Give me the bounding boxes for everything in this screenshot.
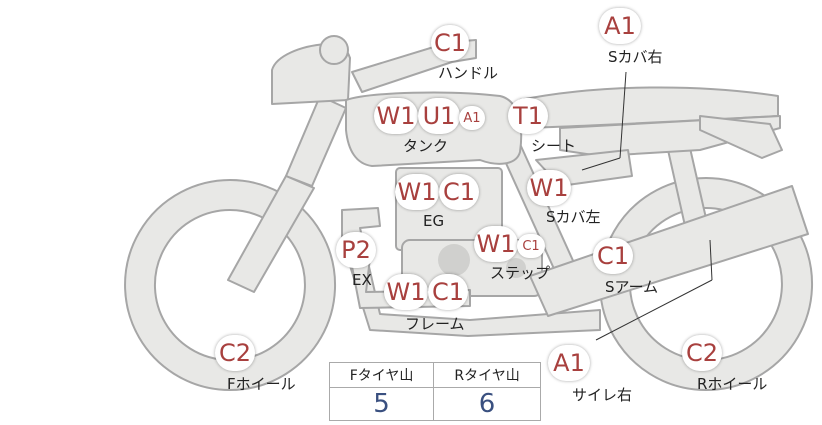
part-label-f-wheel: Fホイール (227, 375, 296, 393)
part-label-swingarm: Sアーム (605, 278, 659, 296)
part-label-handle: ハンドル (438, 64, 499, 82)
part-label-step: ステップ (490, 264, 551, 282)
grade-badge-frame-1: W1 (384, 274, 428, 310)
part-label-seat: シート (531, 137, 577, 155)
part-label-s-cover-r: Sカバ右 (608, 48, 663, 66)
part-label-muffler-r: サイレ右 (572, 386, 633, 404)
front-tread-value: 5 (328, 387, 435, 421)
tread-value-row: 5 6 (328, 387, 541, 421)
grade-badge-swingarm: C1 (593, 238, 633, 274)
tread-header-row: Fタイヤ山 Rタイヤ山 (328, 362, 541, 388)
part-label-engine: EG (423, 212, 445, 230)
front-fork-lower-shape (227, 175, 315, 293)
leader-muffler-r (595, 279, 713, 341)
grade-badge-step-1: W1 (474, 226, 518, 262)
grade-badge-muffler-r: A1 (548, 345, 590, 381)
part-label-s-cover-l: Sカバ左 (546, 208, 601, 226)
rear-tread-value: 6 (433, 387, 541, 421)
part-label-tank: タンク (403, 137, 449, 155)
grade-badge-s-cover-l: W1 (527, 170, 571, 206)
grade-badge-step-2: C1 (517, 234, 545, 258)
grade-badge-engine-2: C1 (439, 174, 479, 210)
grade-badge-tank-3: A1 (459, 106, 485, 130)
grade-badge-f-wheel: C2 (215, 335, 255, 371)
grade-badge-engine-1: W1 (395, 174, 439, 210)
swingarm-shape (529, 185, 809, 317)
tire-tread-table: Fタイヤ山 Rタイヤ山 5 6 (328, 362, 541, 421)
grade-badge-seat: T1 (508, 98, 548, 134)
leader-s-cover-r (619, 71, 627, 159)
part-label-frame: フレーム (405, 315, 465, 333)
rear-tread-header: Rタイヤ山 (433, 362, 541, 388)
grade-badge-frame-2: C1 (428, 274, 468, 310)
grade-badge-exhaust: P2 (336, 232, 376, 268)
frame-lower-shape (341, 207, 601, 337)
grade-badge-tank-2: U1 (418, 98, 460, 134)
front-tread-header: Fタイヤ山 (328, 362, 435, 388)
part-label-r-wheel: Rホイール (697, 375, 768, 393)
grade-badge-r-wheel: C2 (682, 335, 722, 371)
grade-badge-tank-1: W1 (374, 98, 418, 134)
front-fork-shape (285, 95, 347, 187)
part-label-exhaust: EX (352, 271, 372, 289)
grade-badge-s-cover-r: A1 (599, 8, 641, 44)
grade-badge-handle: C1 (431, 25, 469, 61)
